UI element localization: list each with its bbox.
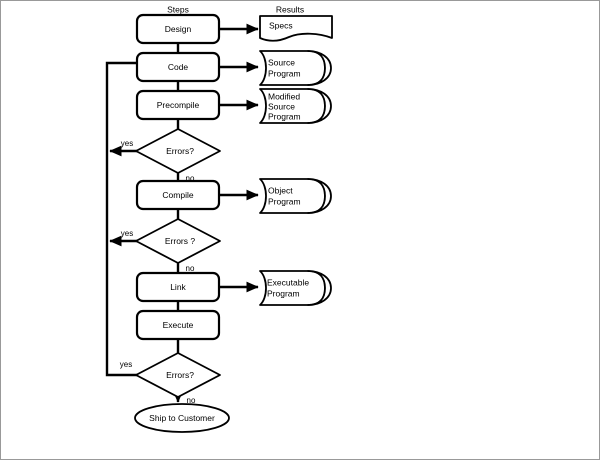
column-header-results: Results xyxy=(276,4,304,14)
result-label-executable-program-line2: Program xyxy=(267,288,300,298)
process-box-code xyxy=(135,51,221,83)
result-node-specs[interactable]: Specs xyxy=(259,15,333,42)
decision-label-errors-precompile: Errors? xyxy=(166,146,194,156)
result-label-modified-source-line2: Source xyxy=(268,101,295,111)
process-label-compile: Compile xyxy=(162,190,193,200)
process-label-code: Code xyxy=(168,62,189,72)
document-shape-specs xyxy=(259,15,333,42)
result-label-object-program-line1: Object xyxy=(268,185,293,195)
tape-shape-object-program-right xyxy=(307,178,332,214)
column-header-steps: Steps xyxy=(167,4,189,14)
decision-diamond-errors-compile xyxy=(135,218,221,264)
result-label-object-program-line2: Program xyxy=(268,196,301,206)
decision-diamond-errors-execute xyxy=(135,352,221,398)
result-label-source-program-line1: Source xyxy=(268,57,295,67)
process-label-link: Link xyxy=(170,282,186,292)
process-node-execute[interactable]: Execute xyxy=(135,309,221,341)
decision-label-errors-execute: Errors? xyxy=(166,370,194,380)
decision-diamond-errors-precompile xyxy=(135,128,221,174)
process-node-design[interactable]: Design xyxy=(135,13,221,45)
result-node-modified-source[interactable]: Modified Source Program xyxy=(259,88,332,124)
process-node-code[interactable]: Code xyxy=(135,51,221,83)
process-box-design xyxy=(135,13,221,45)
result-node-executable-program[interactable]: Executable Program xyxy=(259,270,332,306)
edge-label-errors3-no: no xyxy=(187,396,196,405)
edge-label-errors2-yes: yes xyxy=(121,229,133,238)
result-label-executable-program-line1: Executable xyxy=(267,277,309,287)
process-box-precompile xyxy=(135,89,221,121)
process-label-execute: Execute xyxy=(163,320,194,330)
terminator-ellipse-ship-to-customer xyxy=(134,403,230,433)
decision-node-errors-execute[interactable]: Errors? xyxy=(135,352,221,398)
process-box-execute xyxy=(135,309,221,341)
result-node-object-program[interactable]: Object Program xyxy=(259,178,332,214)
edge-label-errors1-yes: yes xyxy=(121,139,133,148)
process-label-precompile: Precompile xyxy=(157,100,200,110)
tape-shape-modified-source-right xyxy=(307,88,332,124)
decision-label-errors-compile: Errors ? xyxy=(165,236,196,246)
terminator-label-ship-to-customer: Ship to Customer xyxy=(149,413,215,423)
feedback-loop-to-code xyxy=(105,57,162,377)
process-box-link xyxy=(135,271,221,303)
tape-shape-executable-program-right xyxy=(307,270,332,306)
process-node-compile[interactable]: Compile xyxy=(135,179,221,211)
result-label-source-program-line2: Program xyxy=(268,68,301,78)
tape-shape-source-program-right xyxy=(307,50,332,86)
decision-node-errors-precompile[interactable]: Errors? xyxy=(135,128,221,174)
process-box-compile xyxy=(135,179,221,211)
process-node-precompile[interactable]: Precompile xyxy=(135,89,221,121)
edge-label-errors1-no: no xyxy=(186,174,195,183)
decision-node-errors-compile[interactable]: Errors ? xyxy=(135,218,221,264)
edge-label-errors2-no: no xyxy=(186,264,195,273)
result-label-specs-line1: Specs xyxy=(269,20,293,30)
terminator-node-ship-to-customer[interactable]: Ship to Customer xyxy=(134,403,230,433)
edge-label-errors3-yes: yes xyxy=(120,360,132,369)
process-label-design: Design xyxy=(165,24,192,34)
result-label-modified-source-line1: Modified xyxy=(268,91,300,101)
result-label-modified-source-line3: Program xyxy=(268,111,301,121)
process-node-link[interactable]: Link xyxy=(135,271,221,303)
result-node-source-program[interactable]: Source Program xyxy=(259,50,332,86)
